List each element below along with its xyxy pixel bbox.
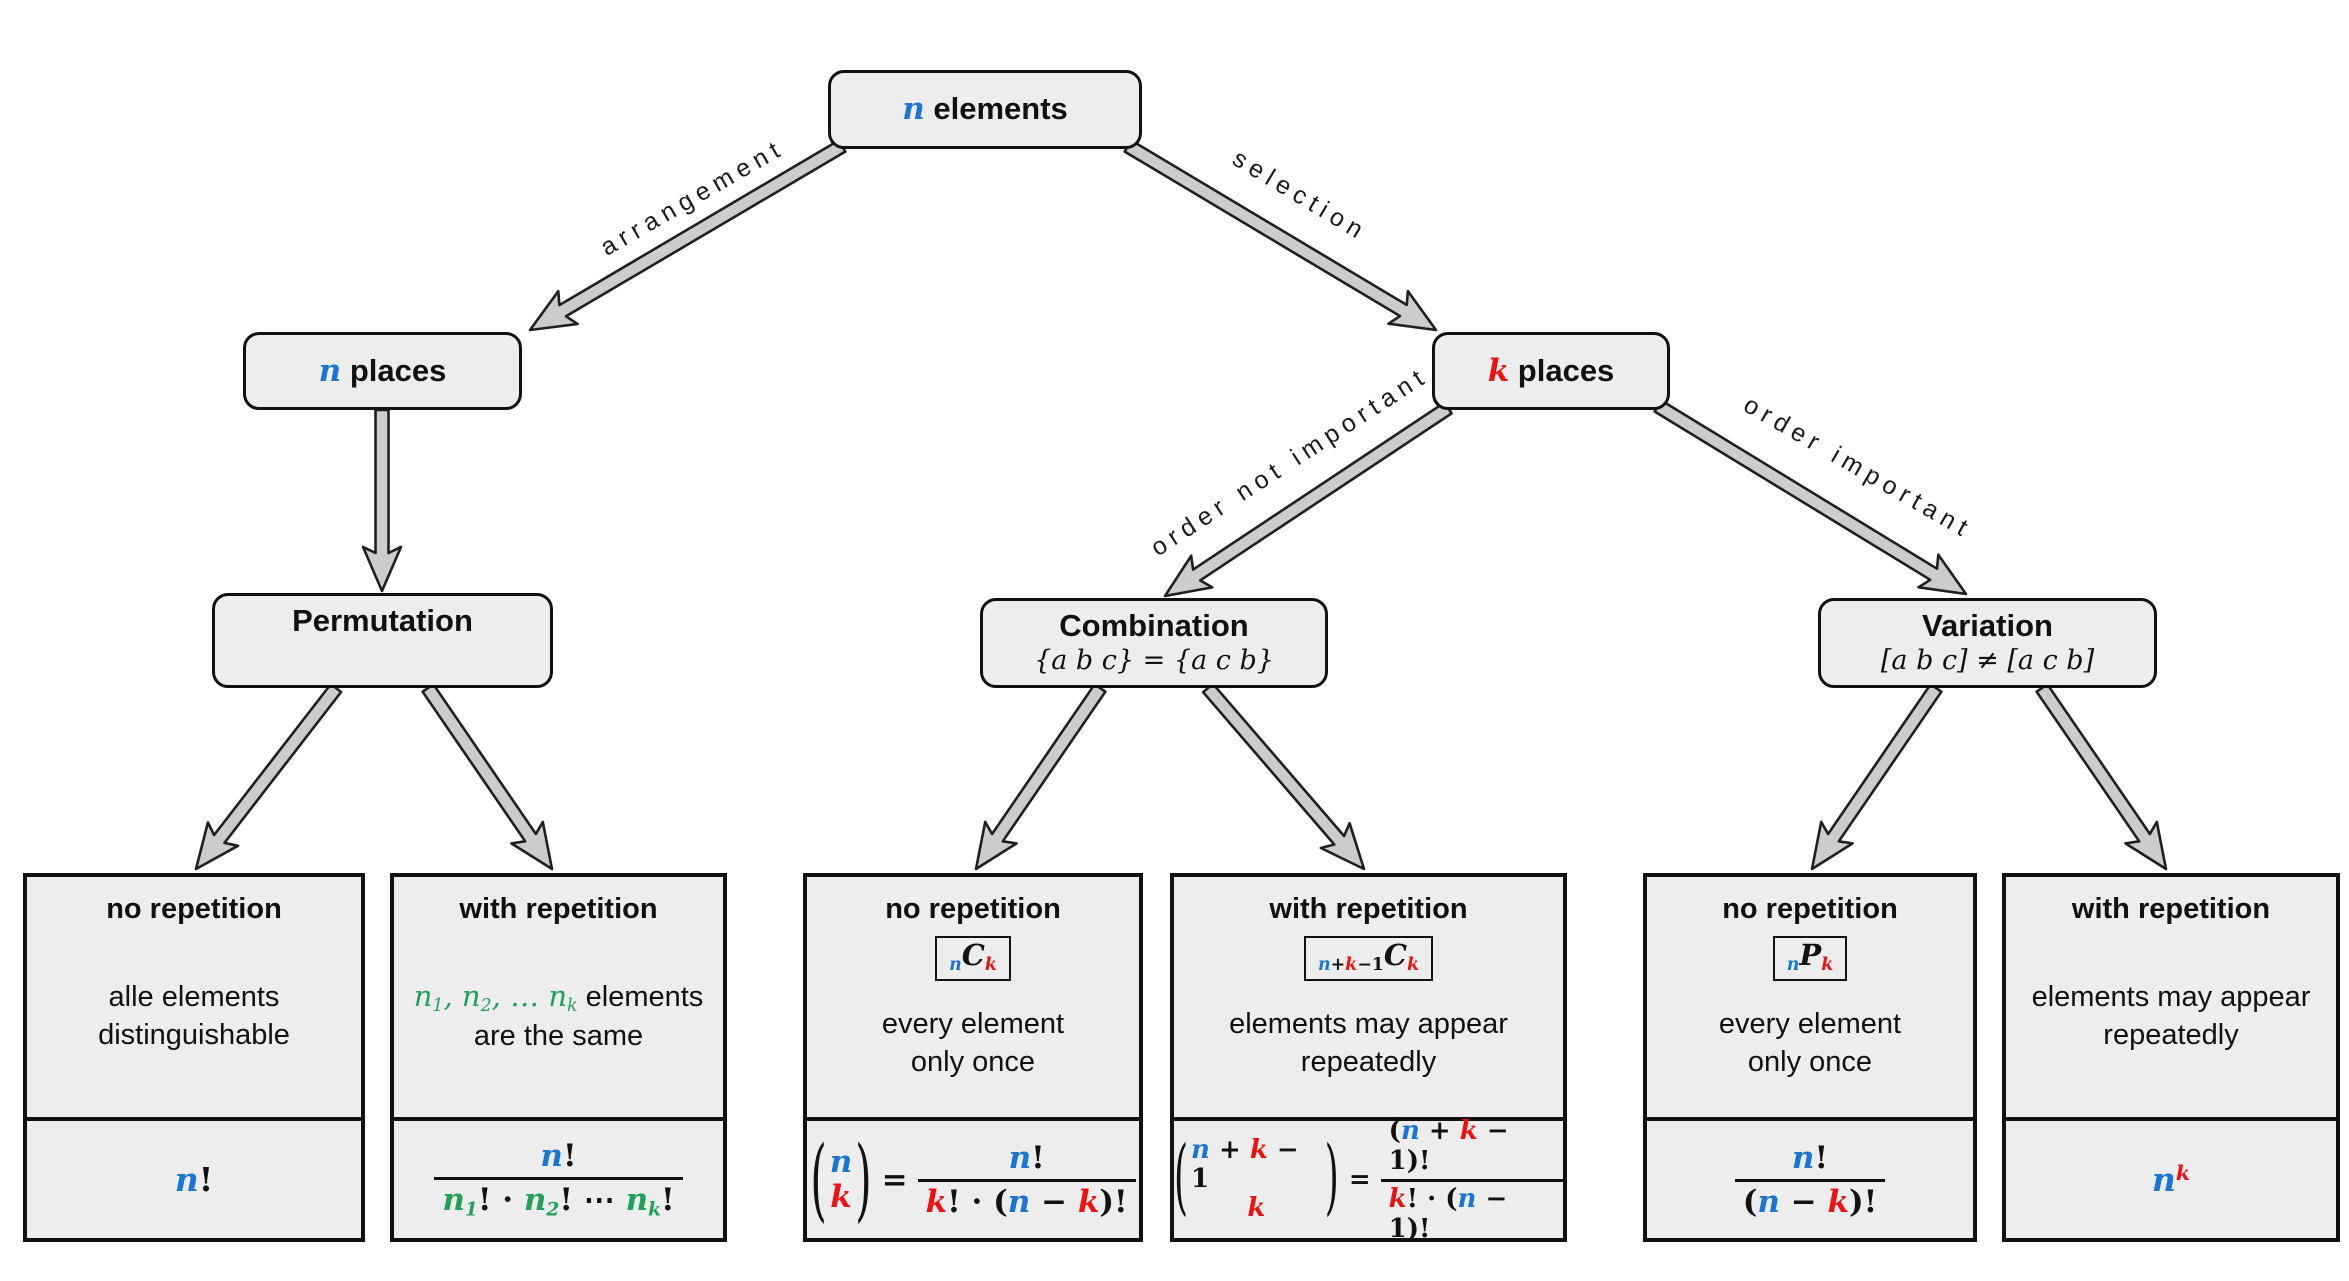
equals-sign: = — [1348, 1164, 1371, 1195]
notation-badge-n-plus-k-minus-1-Ck: n+k−1Ck — [1303, 936, 1434, 982]
leaf-description: alle elements distinguishable — [98, 926, 290, 1117]
leaf-upper-section: with repetition n+k−1Ck elements may app… — [1174, 877, 1563, 1121]
notation-badge-nPk: nPk — [1772, 936, 1848, 982]
leaf-formula: ( n k ) = n! k! · (n − k)! — [807, 1121, 1139, 1238]
node-title: Permutation — [292, 603, 473, 638]
arrow-combination-to-with-repetition — [1201, 682, 1366, 871]
node-subtitle: [a b c] ≠ [a c b] — [1880, 644, 2095, 676]
desc-line: only once — [1747, 1046, 1873, 1079]
leaf-variation-with-repetition: with repetition elements may appear repe… — [2002, 873, 2340, 1242]
numerator: n! — [540, 1138, 577, 1175]
desc-line: elements may appear — [2031, 980, 2311, 1013]
leaf-upper-section: no repetition nCk every element only onc… — [807, 877, 1139, 1121]
node-n-places: n places — [243, 332, 522, 410]
leaf-formula: nk — [2006, 1121, 2336, 1238]
binomial-bottom: k — [830, 1178, 852, 1215]
fraction: n! (n − k)! — [1734, 1139, 1886, 1220]
leaf-variation-no-repetition: no repetition nPk every element only onc… — [1643, 873, 1977, 1242]
arrow-order-important — [1653, 399, 1968, 596]
fraction: n! n1! · n2! ⋯ nk! — [434, 1138, 683, 1221]
leaf-title: with repetition — [2071, 893, 2271, 925]
notation-badge-nCk: nCk — [935, 936, 1011, 982]
node-title: Variation — [1922, 608, 2053, 643]
binomial-bottom: k — [1247, 1193, 1266, 1224]
denominator: k! · (n − k)! — [917, 1178, 1136, 1220]
leaf-formula: ( n + k − 1 k ) = (n + k − 1)! k! · (n −… — [1174, 1116, 1563, 1244]
desc-line: repeatedly — [2103, 1018, 2239, 1051]
formula-expression: nk — [2151, 1160, 2191, 1199]
leaf-combination-with-repetition: with repetition n+k−1Ck elements may app… — [1170, 873, 1567, 1244]
leaf-title: with repetition — [1269, 893, 1468, 925]
leaf-combination-no-repetition: no repetition nCk every element only onc… — [803, 873, 1143, 1242]
desc-line: are the same — [473, 1019, 644, 1052]
node-n-elements: n elements — [828, 70, 1142, 149]
node-k-places: k places — [1432, 332, 1670, 410]
paren-right-icon: ) — [1324, 1131, 1339, 1226]
desc-line: distinguishable — [98, 1018, 290, 1051]
node-title: k places — [1487, 352, 1615, 389]
arrow-variation-to-no-repetition — [1810, 682, 1943, 871]
leaf-upper-section: with repetition n1, n2, … nk elements ar… — [394, 877, 723, 1121]
arrow-variation-to-with-repetition — [2035, 682, 2168, 871]
arrow-combination-to-no-repetition — [974, 682, 1107, 871]
leaf-formula: n! n1! · n2! ⋯ nk! — [394, 1121, 723, 1238]
leaf-title: no repetition — [106, 893, 282, 925]
formula-expression: n! — [174, 1160, 214, 1199]
leaf-description: every element only once — [882, 981, 1064, 1117]
node-title: n elements — [902, 91, 1068, 128]
paren-left-icon: ( — [1174, 1131, 1189, 1226]
node-title: n places — [318, 352, 447, 389]
leaf-description: n1, n2, … nk elements are the same — [414, 926, 704, 1117]
desc-line: every element — [1718, 1008, 1902, 1041]
arrow-order-not-important — [1163, 401, 1453, 598]
binomial-top: n — [829, 1143, 853, 1180]
node-combination: Combination {a b c} = {a c b} — [980, 598, 1328, 688]
leaf-description: elements may appear repeatedly — [2032, 926, 2311, 1117]
paren-right-icon: ) — [855, 1125, 872, 1232]
fraction: n! k! · (n − k)! — [917, 1139, 1136, 1220]
desc-line: alle elements — [108, 980, 280, 1013]
node-permutation: Permutation — [212, 593, 553, 688]
desc-line: elements may appear — [1229, 1008, 1508, 1041]
denominator: (n − k)! — [1734, 1178, 1886, 1220]
numerator: n! — [1791, 1139, 1829, 1176]
leaf-title: no repetition — [1722, 893, 1898, 925]
leaf-upper-section: with repetition elements may appear repe… — [2006, 877, 2336, 1121]
denominator: n1! · n2! ⋯ nk! — [434, 1177, 683, 1221]
binomial: ( n k ) — [810, 1133, 871, 1223]
arrow-n-places-to-permutation — [361, 408, 403, 593]
binomial-top: n + k − 1 — [1191, 1134, 1299, 1194]
arrow-selection — [1123, 139, 1438, 332]
paren-left-icon: ( — [810, 1125, 827, 1232]
leaf-permutation-with-repetition: with repetition n1, n2, … nk elements ar… — [390, 873, 727, 1242]
equals-sign: = — [881, 1161, 908, 1198]
arrow-permutation-to-with-repetition — [421, 682, 554, 871]
node-variation: Variation [a b c] ≠ [a c b] — [1818, 598, 2157, 688]
leaf-upper-section: no repetition alle elements distinguisha… — [27, 877, 361, 1121]
arrow-arrangement — [528, 139, 847, 332]
binomial-column: n k — [829, 1143, 853, 1215]
binomial-column: n + k − 1 k — [1191, 1134, 1322, 1224]
desc-line: every element — [881, 1008, 1065, 1041]
leaf-upper-section: no repetition nPk every element only onc… — [1647, 877, 1973, 1121]
binomial: ( n + k − 1 k ) — [1174, 1131, 1339, 1226]
fraction: (n + k − 1)! k! · (n − 1)! — [1380, 1115, 1563, 1244]
leaf-title: no repetition — [885, 893, 1061, 925]
arrow-permutation-to-no-repetition — [194, 682, 343, 871]
denominator: k! · (n − 1)! — [1380, 1178, 1563, 1244]
desc-line: repeatedly — [1300, 1046, 1437, 1079]
leaf-permutation-no-repetition: no repetition alle elements distinguisha… — [23, 873, 365, 1242]
leaf-formula: n! — [27, 1121, 361, 1238]
desc-line: only once — [910, 1046, 1036, 1079]
leaf-description: every element only once — [1719, 981, 1901, 1117]
numerator: n! — [1008, 1139, 1045, 1176]
leaf-description: elements may appear repeatedly — [1229, 981, 1508, 1117]
desc-line: n1, n2, … nk elements — [413, 978, 704, 1016]
leaf-title: with repetition — [459, 893, 658, 925]
node-subtitle: {a b c} = {a c b} — [1034, 644, 1274, 676]
node-title: Combination — [1059, 608, 1249, 643]
leaf-formula: n! (n − k)! — [1647, 1121, 1973, 1238]
numerator: (n + k − 1)! — [1388, 1115, 1509, 1176]
